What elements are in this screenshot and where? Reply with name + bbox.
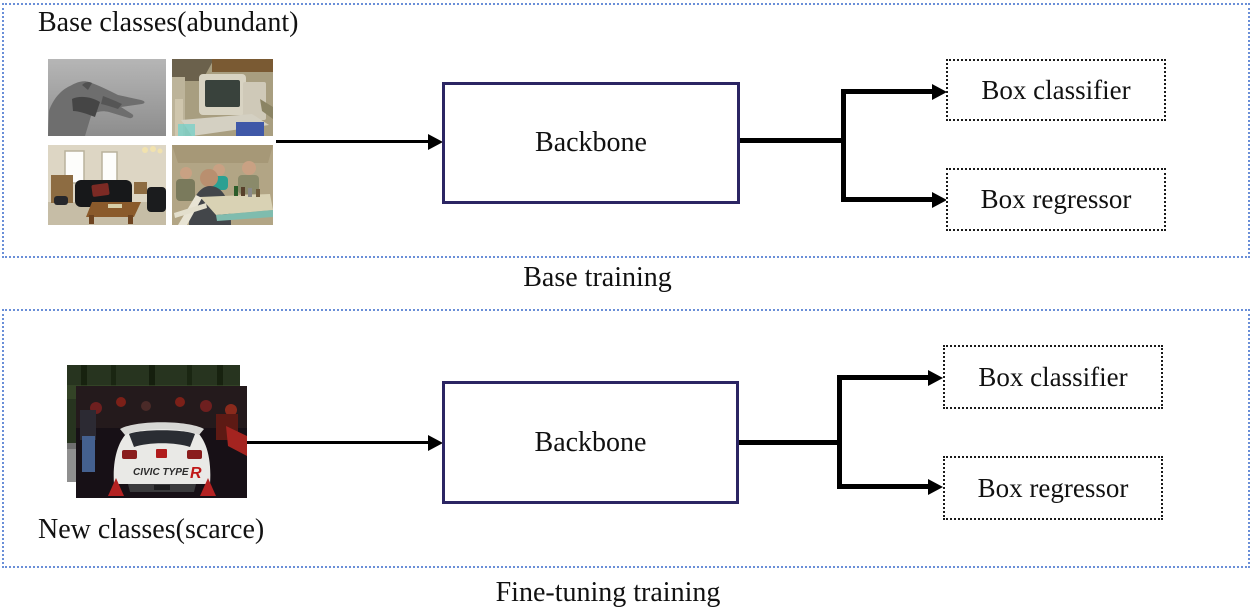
finetune-output-line	[739, 440, 842, 445]
finetune-regressor-branch-line	[837, 484, 928, 489]
race-car-illustration: CIVIC TYPE R	[76, 386, 247, 498]
base-input-line	[276, 140, 428, 143]
photo-dinner-table	[172, 145, 273, 225]
base-box-classifier: Box classifier	[946, 59, 1166, 121]
finetune-training-caption: Fine-tuning training	[495, 577, 721, 608]
finetune-training-panel	[2, 309, 1250, 568]
finetune-classifier-arrowhead-icon	[928, 370, 943, 386]
photo-living-room	[48, 145, 166, 225]
finetune-regressor-arrowhead-icon	[928, 479, 943, 495]
finetune-backbone-label: Backbone	[534, 426, 647, 458]
photo-crt-computer	[172, 59, 273, 136]
base-branch-vertical-line	[841, 89, 846, 202]
greyhound-dog-illustration	[48, 59, 166, 136]
photo-race-car-rear: CIVIC TYPE R	[76, 386, 247, 498]
base-classifier-arrowhead-icon	[932, 84, 947, 100]
finetune-classifier-branch-line	[837, 375, 928, 380]
base-box-regressor: Box regressor	[946, 168, 1166, 231]
crt-computer-illustration	[172, 59, 273, 136]
base-training-caption: Base training	[523, 262, 672, 293]
base-regressor-branch-line	[841, 197, 932, 202]
base-training-panel	[2, 3, 1250, 258]
finetune-box-classifier: Box classifier	[943, 345, 1163, 409]
finetune-input-line	[247, 441, 428, 444]
living-room-illustration	[48, 145, 166, 225]
car-livery-text-r: R	[190, 465, 202, 482]
finetune-input-arrowhead-icon	[428, 435, 443, 451]
finetune-box-regressor-label: Box regressor	[977, 472, 1129, 503]
base-box-classifier-label: Box classifier	[981, 74, 1131, 105]
finetune-backbone-box: Backbone	[442, 381, 739, 504]
base-classifier-branch-line	[841, 89, 932, 94]
car-livery-text: CIVIC TYPE	[133, 467, 189, 478]
base-input-arrowhead-icon	[428, 134, 443, 150]
base-classes-title: Base classes(abundant)	[38, 7, 299, 38]
finetune-box-regressor: Box regressor	[943, 456, 1163, 520]
base-output-line	[740, 138, 845, 143]
base-backbone-label: Backbone	[535, 127, 647, 158]
finetune-branch-vertical-line	[837, 375, 842, 489]
new-classes-title: New classes(scarce)	[38, 514, 265, 545]
dinner-table-illustration	[172, 145, 273, 225]
base-backbone-box: Backbone	[442, 82, 740, 204]
photo-greyhound-dog	[48, 59, 166, 136]
base-box-regressor-label: Box regressor	[980, 184, 1132, 214]
finetune-box-classifier-label: Box classifier	[978, 361, 1128, 392]
base-regressor-arrowhead-icon	[932, 192, 947, 208]
